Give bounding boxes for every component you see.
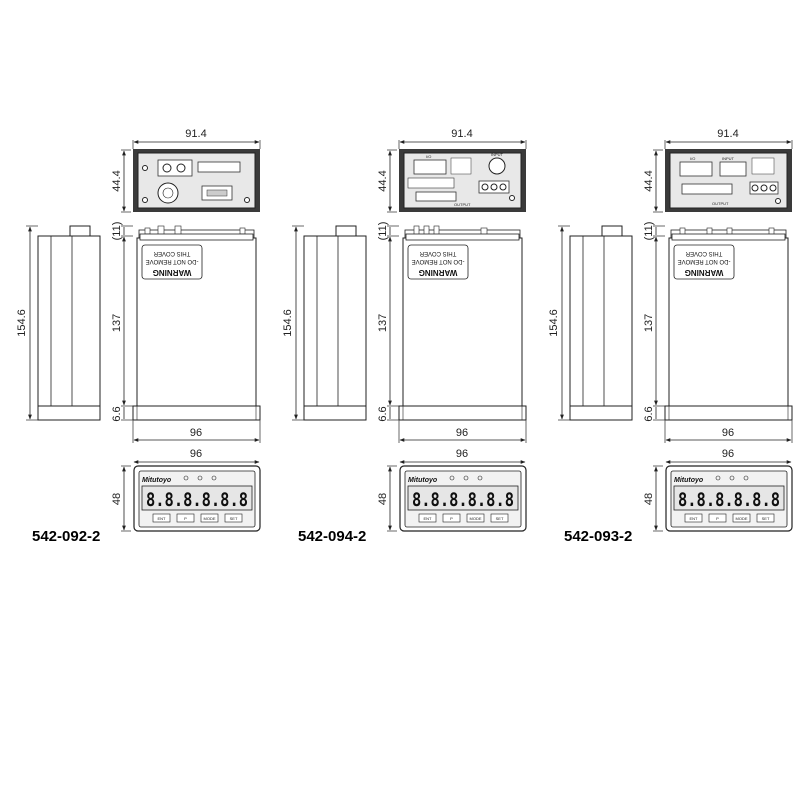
front-panel-view: 96 48 Mitutoyo 8.8.8.8.8.8 ENT P MODE SE… [643,448,793,532]
model-group-2: 91.4 44.4 I/O INPUT OUTPUT 154.6 [282,128,527,545]
ent-button-label: ENT [424,516,433,521]
mode-button[interactable] [732,513,751,523]
p-button-label: P [184,516,187,521]
set-button[interactable] [490,513,509,523]
body-width-label: 96 [722,427,734,439]
seven-segment-display: 8.8.8.8.8.8 [678,489,780,511]
total-length-label: 154.6 [548,309,560,337]
mode-button-label: MODE [204,516,216,521]
warning-line-3: THIS COVER [419,250,456,256]
p-button[interactable] [708,513,727,523]
mode-button-label: MODE [736,516,748,521]
body-length-label: 137 [111,314,123,332]
p-button-label: P [716,516,719,521]
warning-label: WARNING -DO NOT REMOVE THIS COVER [673,244,735,280]
input-label: INPUT [722,156,735,161]
front-width-label: 96 [456,448,468,460]
front-height-label: 48 [111,493,123,505]
p-button-label: P [450,516,453,521]
front-width-label: 96 [190,448,202,460]
ent-button-label: ENT [690,516,699,521]
top-view: (11) 137 6.6 WARNING -DO NOT REMOVE THIS… [643,222,793,443]
side-view: 154.6 [16,225,101,421]
warning-line-2: -DO NOT REMOVE [678,258,731,264]
rear-width-label: 91.4 [185,128,206,140]
top-offset-label: (11) [111,222,123,241]
front-panel-view: 96 48 Mitutoyo 8.8.8.8.8.8 ENT P MODE SE… [111,448,261,532]
body-width-label: 96 [456,427,468,439]
rear-panel-view: 91.4 44.4 [111,128,261,213]
model-number: 542-093-2 [564,528,632,545]
set-button-label: SET [762,516,770,521]
body-length-label: 137 [643,314,655,332]
ent-button[interactable] [684,513,703,523]
front-panel-view: 96 48 Mitutoyo 8.8.8.8.8.8 ENT P MODE SE… [377,448,527,532]
rear-height-label: 44.4 [111,170,123,191]
seven-segment-display: 8.8.8.8.8.8 [412,489,514,511]
seven-segment-display: 8.8.8.8.8.8 [146,489,248,511]
rear-panel-view: 91.4 44.4 I/O INPUT OUTPUT [643,128,793,213]
p-button[interactable] [442,513,461,523]
front-width-label: 96 [722,448,734,460]
body-width-label: 96 [190,427,202,439]
rear-panel-view: 91.4 44.4 I/O INPUT OUTPUT [377,128,527,213]
model-group-1: 91.4 44.4 154.6 [16,128,261,545]
p-button[interactable] [176,513,195,523]
model-number: 542-094-2 [298,528,366,545]
top-view: (11) 137 6.6 WARNING -DO NOT REMOVE THIS… [111,222,261,443]
model-number: 542-092-2 [32,528,100,545]
set-button-label: SET [496,516,504,521]
warning-label: WARNING -DO NOT REMOVE THIS COVER [141,244,203,280]
warning-title: WARNING [419,268,458,277]
warning-line-2: -DO NOT REMOVE [412,258,465,264]
brand-logo: Mitutoyo [674,477,704,484]
warning-line-3: THIS COVER [685,250,722,256]
io-label: I/O [426,154,431,159]
warning-title: WARNING [685,268,724,277]
rear-height-label: 44.4 [377,170,389,191]
set-button-label: SET [230,516,238,521]
output-label: OUTPUT [712,201,729,206]
model-group-3: 91.4 44.4 I/O INPUT OUTPUT 154.6 [548,128,793,545]
total-length-label: 154.6 [282,309,294,337]
warning-title: WARNING [153,268,192,277]
output-label: OUTPUT [454,202,471,207]
top-offset-label: (11) [643,222,655,241]
warning-line-2: -DO NOT REMOVE [146,258,199,264]
front-height-label: 48 [377,493,389,505]
mode-button[interactable] [466,513,485,523]
brand-logo: Mitutoyo [408,477,438,484]
body-length-label: 137 [377,314,389,332]
total-length-label: 154.6 [16,309,28,337]
top-offset-label: (11) [377,222,389,241]
set-button[interactable] [756,513,775,523]
ent-button-label: ENT [158,516,167,521]
brand-logo: Mitutoyo [142,477,172,484]
rear-width-label: 91.4 [717,128,738,140]
front-depth-label: 6.6 [643,406,655,421]
front-height-label: 48 [643,493,655,505]
warning-label: WARNING -DO NOT REMOVE THIS COVER [407,244,469,280]
set-button[interactable] [224,513,243,523]
mode-button[interactable] [200,513,219,523]
top-view: (11) 137 6.6 WARNING -DO NOT REMOVE THIS… [377,222,527,443]
ent-button[interactable] [418,513,437,523]
io-label: I/O [690,156,695,161]
warning-line-3: THIS COVER [153,250,190,256]
input-label: INPUT [491,152,504,157]
front-depth-label: 6.6 [111,406,123,421]
side-view: 154.6 [548,225,633,421]
side-view: 154.6 [282,225,367,421]
front-depth-label: 6.6 [377,406,389,421]
rear-height-label: 44.4 [643,170,655,191]
ent-button[interactable] [152,513,171,523]
mode-button-label: MODE [470,516,482,521]
rear-width-label: 91.4 [451,128,472,140]
